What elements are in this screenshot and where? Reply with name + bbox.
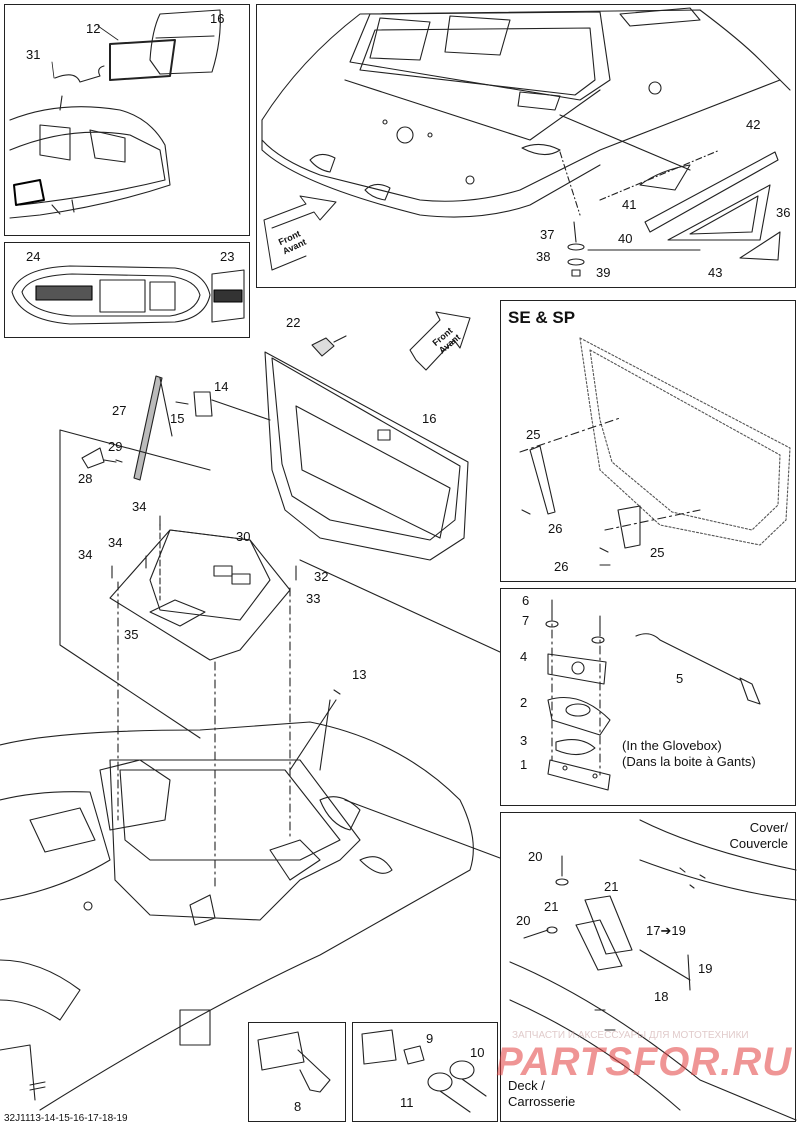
callout-top-right-40: 40 (618, 231, 633, 246)
callout-hinge-19: 19 (698, 961, 713, 976)
callout-ties-10: 10 (470, 1045, 485, 1060)
callout-main-29: 29 (108, 439, 123, 454)
callout-latch-4: 4 (520, 649, 528, 664)
callout-main-34b: 34 (108, 535, 123, 550)
callout-top-right-38: 38 (536, 249, 551, 264)
glovebox-note-fr: (Dans la boite à Gants) (622, 754, 756, 769)
callout-main-27: 27 (112, 403, 127, 418)
callout-latch-2: 2 (520, 695, 528, 710)
se-sp-solid (519, 417, 701, 566)
callout-se-sp-25b: 25 (650, 545, 665, 560)
panel-se-sp (500, 300, 796, 582)
se-sp-drawing (579, 337, 791, 546)
callout-ties-8: 8 (294, 1099, 302, 1114)
callout-hinge-18: 18 (654, 989, 669, 1004)
main-drawing (0, 311, 501, 1111)
callout-hinge-20b: 20 (516, 913, 531, 928)
callout-ties-11: 11 (400, 1095, 414, 1110)
callout-top-left-31: 31 (26, 47, 41, 62)
callout-main-34c: 34 (78, 547, 93, 562)
callout-hinge-20a: 20 (528, 849, 543, 864)
panel-hinge (500, 812, 796, 1122)
callout-top-right-42: 42 (746, 117, 761, 132)
watermark-small-text: ЗАПЧАСТИ И АКСЕССУАРЫ ДЛЯ МОТОТЕХНИКИ (512, 1030, 749, 1041)
callout-latch-6: 6 (522, 593, 530, 608)
callout-latch-3: 3 (520, 733, 528, 748)
deck-label-en: Deck / (508, 1078, 545, 1093)
callout-hinge-17-19: 17➔19 (646, 923, 686, 938)
cover-label-fr: Couvercle (729, 836, 788, 851)
top-right-bow-drawing (261, 7, 791, 277)
callout-top-left-12: 12 (86, 21, 101, 36)
deck-label-fr: Carrosserie (508, 1094, 576, 1109)
callout-main-35: 35 (124, 627, 139, 642)
callout-hinge-21a: 21 (604, 879, 619, 894)
callout-top-right-37: 37 (540, 227, 555, 242)
footer-code: 32J1113-14-15-16-17-18-19 (4, 1113, 128, 1124)
callout-top-left-16: 16 (210, 11, 225, 26)
callout-top-right-36: 36 (776, 205, 791, 220)
callout-se-sp-26a: 26 (548, 521, 563, 536)
callout-main-16: 16 (422, 411, 437, 426)
hinge-drawing (509, 819, 797, 1121)
callout-main-28: 28 (78, 471, 93, 486)
ties-drawing (257, 1029, 487, 1113)
callout-ties-9: 9 (426, 1031, 434, 1046)
callout-main-30: 30 (236, 529, 251, 544)
callout-hinge-21b: 21 (544, 899, 559, 914)
callout-main-34a: 34 (132, 499, 147, 514)
callout-top-right-41: 41 (622, 197, 637, 212)
se-sp-title: SE & SP (508, 308, 576, 327)
latch-drawing (545, 599, 761, 791)
callout-strip-24: 24 (26, 249, 41, 264)
callout-se-sp-25a: 25 (526, 427, 541, 442)
strip-boat-drawing (11, 265, 245, 325)
callout-main-32: 32 (314, 569, 329, 584)
callout-latch-7: 7 (522, 613, 530, 628)
callout-top-right-39: 39 (596, 265, 611, 280)
callout-top-right-43: 43 (708, 265, 723, 280)
callout-main-15: 15 (170, 411, 185, 426)
callout-latch-5: 5 (676, 671, 684, 686)
top-left-boat-drawing (9, 9, 221, 219)
callout-strip-23: 23 (220, 249, 235, 264)
callout-main-13: 13 (352, 667, 367, 682)
cover-label-en: Cover/ (749, 820, 788, 835)
callout-main-14: 14 (214, 379, 229, 394)
callout-main-33: 33 (306, 591, 321, 606)
watermark-logo-text: PARTSFOR.RU (496, 1040, 793, 1084)
callout-main-22: 22 (286, 315, 301, 330)
callout-se-sp-26b: 26 (554, 559, 569, 574)
callout-latch-1: 1 (520, 757, 528, 772)
glovebox-note-en: (In the Glovebox) (622, 738, 722, 753)
